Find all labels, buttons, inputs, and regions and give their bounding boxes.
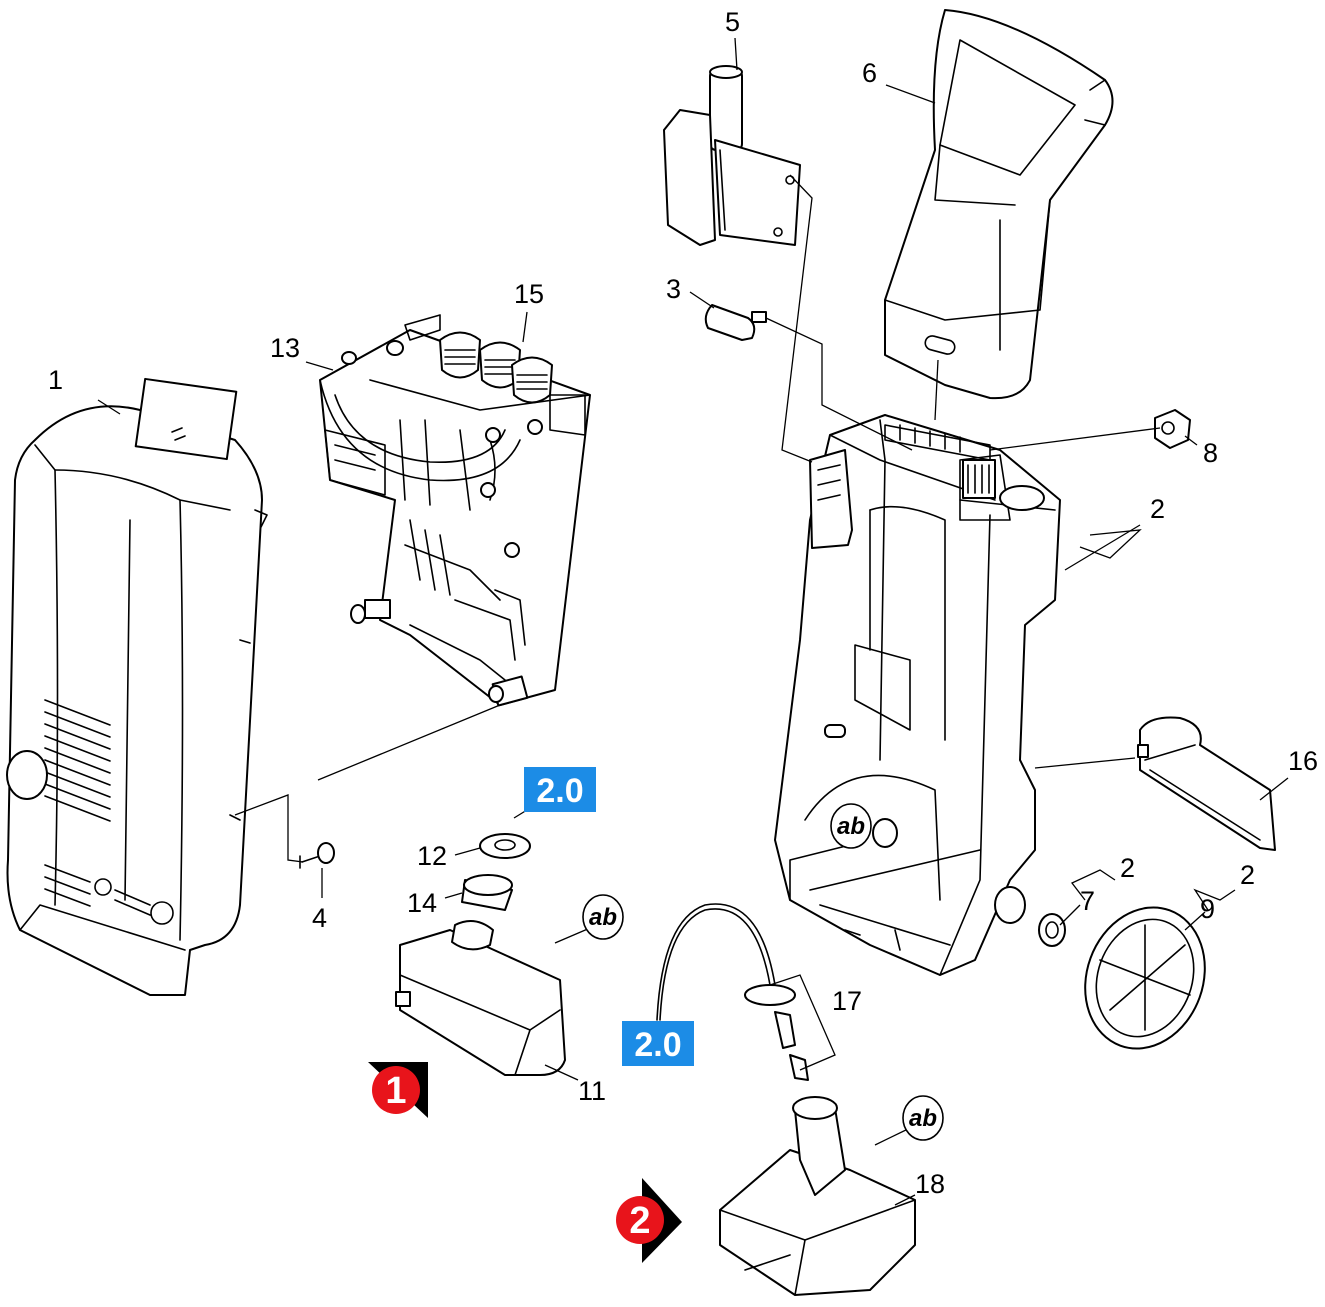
label-part-2-wheel: 2 (1240, 860, 1255, 890)
part-3-pin (704, 304, 767, 341)
part-18-large-tank (719, 1096, 916, 1296)
leader-lines (97, 37, 1289, 1206)
part-14-filter-ring (461, 874, 513, 911)
label-part-2-axle: 2 (1120, 853, 1135, 883)
variant-marker-2-text: 2 (629, 1200, 650, 1242)
label-part-5: 5 (725, 7, 740, 37)
label-part-6: 6 (862, 58, 877, 88)
variant-marker-2: 2 (616, 1178, 682, 1263)
label-part-15: 15 (514, 279, 544, 309)
label-part-13: 13 (270, 333, 300, 363)
variant-marker-1: 1 (368, 1062, 428, 1118)
ab-symbol-small-tank-text: ab (589, 904, 617, 931)
part-number-labels: 1 2 2 2 3 4 5 6 7 8 9 11 12 13 14 15 16 … (48, 7, 1318, 1199)
variant-marker-1-text: 1 (385, 1070, 406, 1112)
ab-symbol-large-tank: ab (902, 1095, 944, 1141)
part-12-cap-seal (479, 833, 531, 859)
part-5-clip (663, 65, 801, 246)
front-cover-vent-lower (44, 864, 151, 916)
label-part-16: 16 (1288, 746, 1318, 776)
version-badge-upper: 2.0 (524, 767, 596, 812)
ab-symbol-small-tank: ab (582, 894, 624, 940)
label-part-3: 3 (666, 274, 681, 304)
ab-symbol-frame: ab (830, 803, 872, 849)
part-11-detergent-tank (395, 920, 566, 1076)
label-part-9: 9 (1200, 894, 1215, 924)
version-badge-upper-text: 2.0 (536, 772, 583, 810)
label-part-7: 7 (1080, 886, 1095, 916)
label-part-1: 1 (48, 365, 63, 395)
part-16-lid (1137, 716, 1276, 851)
label-part-2-housing: 2 (1150, 494, 1165, 524)
part-2-main-housing (774, 414, 1061, 976)
part-9-wheel (1084, 906, 1206, 1050)
ab-symbol-large-tank-text: ab (909, 1105, 937, 1132)
label-part-8: 8 (1203, 438, 1218, 468)
version-badge-lower-text: 2.0 (634, 1026, 681, 1064)
label-part-14: 14 (407, 888, 437, 918)
part-1-front-cover (6, 377, 268, 996)
label-part-17: 17 (832, 986, 862, 1016)
part-6-handle (884, 9, 1114, 400)
front-cover-vent-upper (44, 699, 111, 822)
ab-symbol-frame-text: ab (837, 813, 865, 840)
label-part-4: 4 (312, 903, 327, 933)
part-8-nut (1154, 409, 1191, 449)
part-15-hose-clips (439, 331, 553, 404)
part-4-screw (299, 842, 335, 869)
version-badge-lower: 2.0 (622, 1021, 694, 1066)
part-7-axle-bushing (1038, 913, 1066, 947)
label-part-18: 18 (915, 1169, 945, 1199)
label-part-12: 12 (417, 841, 447, 871)
label-part-11: 11 (578, 1076, 606, 1106)
part-13-inner-frame (319, 314, 591, 707)
